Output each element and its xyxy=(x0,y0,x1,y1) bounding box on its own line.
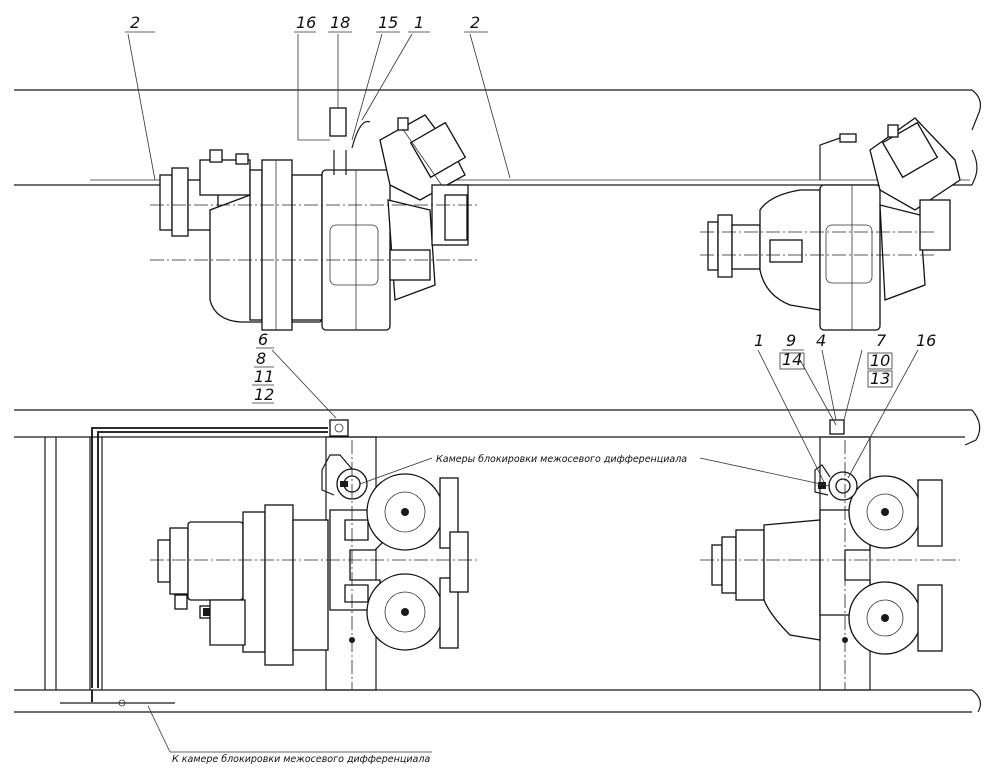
caption-to-lock-chamber: К камере блокировки межосевого дифференц… xyxy=(172,754,430,765)
callout-2-top-right: 2 xyxy=(470,13,480,32)
top-frame xyxy=(14,89,982,186)
supply-pipe xyxy=(60,690,175,707)
callout-16-top: 16 xyxy=(296,13,316,32)
callout-8: 8 xyxy=(256,349,266,368)
callout-13: 13 xyxy=(870,369,890,388)
callout-11: 11 xyxy=(254,367,274,386)
leader-lines xyxy=(125,31,919,753)
callout-2-top-left: 2 xyxy=(130,13,140,32)
callout-16-right: 16 xyxy=(916,331,936,350)
callout-labels: 2 16 18 15 1 2 6 8 11 12 1 9 14 4 7 10 1… xyxy=(130,13,936,404)
callout-6: 6 xyxy=(258,330,268,349)
top-right-axle xyxy=(700,117,961,331)
callout-1-top: 1 xyxy=(414,13,424,32)
callout-7: 7 xyxy=(876,331,887,350)
callout-12: 12 xyxy=(254,385,274,404)
bottom-left-axle xyxy=(150,419,480,690)
callout-9: 9 xyxy=(786,331,796,350)
callout-15-top: 15 xyxy=(378,13,398,32)
callout-18-top: 18 xyxy=(330,13,350,32)
callout-4: 4 xyxy=(816,331,826,350)
bottom-frame xyxy=(14,409,982,713)
callout-14: 14 xyxy=(782,350,802,369)
caption-lock-chambers: Камеры блокировки межосевого дифференциа… xyxy=(436,454,687,465)
bottom-right-axle xyxy=(700,419,960,690)
top-left-axle xyxy=(150,107,480,331)
callout-10: 10 xyxy=(870,351,890,370)
callout-1-right: 1 xyxy=(754,331,764,350)
